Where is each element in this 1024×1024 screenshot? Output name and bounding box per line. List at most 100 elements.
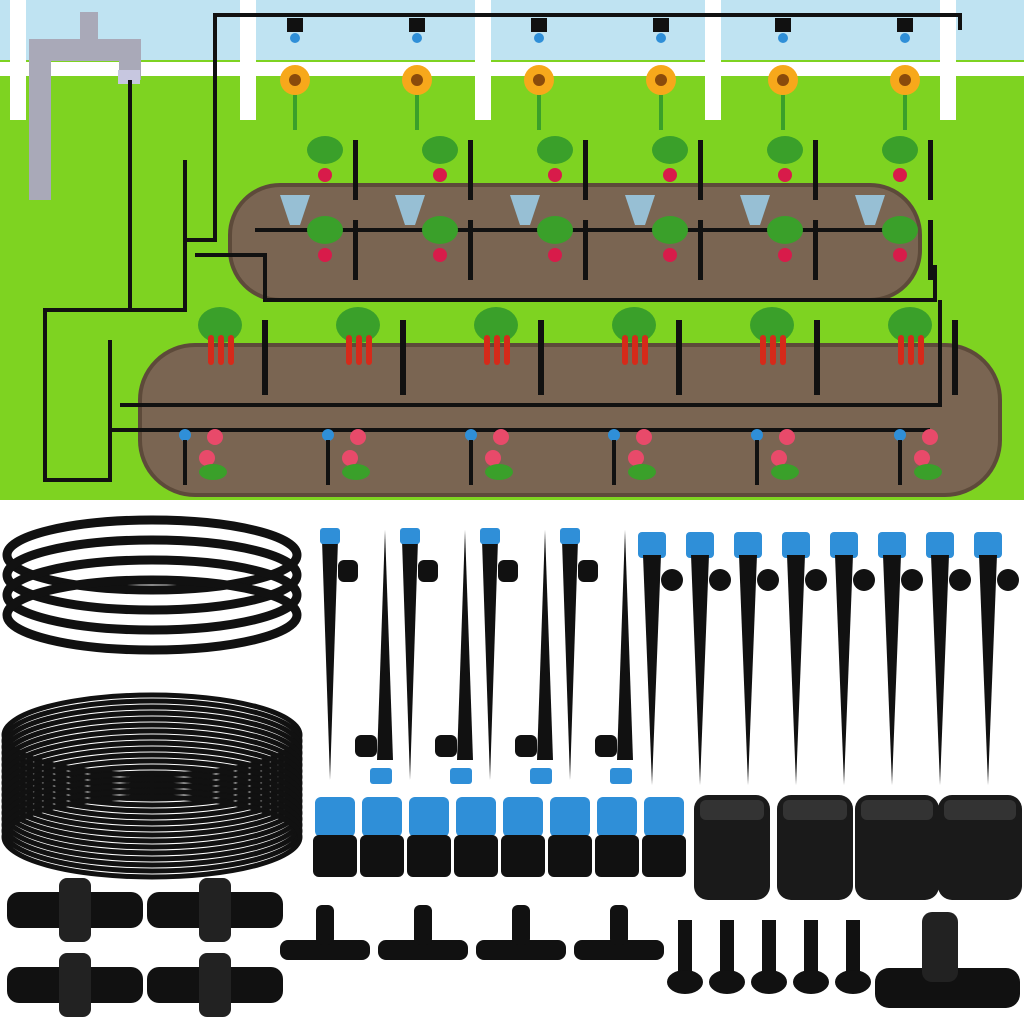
adjustable-stake xyxy=(979,555,997,785)
stake-sprinkler xyxy=(813,140,818,200)
beet xyxy=(663,168,677,182)
beet xyxy=(778,248,792,262)
blue-adjuster xyxy=(782,532,810,558)
plug-body xyxy=(454,835,498,877)
large-connector xyxy=(938,795,1022,900)
barb xyxy=(757,569,779,591)
barb xyxy=(418,560,438,582)
stake-sprinkler xyxy=(400,320,406,395)
blue-adjuster xyxy=(530,768,552,784)
beet xyxy=(433,248,447,262)
connector-hub xyxy=(199,878,231,942)
connector-rim xyxy=(700,800,764,820)
adjustable-stake xyxy=(787,555,805,785)
barb xyxy=(661,569,683,591)
pepper-leaves xyxy=(888,307,932,343)
hole-plug-stem xyxy=(678,920,692,975)
blue-adjuster xyxy=(878,532,906,558)
dripper xyxy=(465,429,477,441)
pepper xyxy=(228,335,234,365)
stem xyxy=(781,95,785,130)
barb xyxy=(355,735,377,757)
adjustable-stake xyxy=(377,530,393,760)
tee-branch xyxy=(610,905,628,945)
sprayer xyxy=(531,18,547,32)
blue-adjuster xyxy=(610,768,632,784)
barb xyxy=(997,569,1019,591)
beet-leaves xyxy=(652,216,688,244)
blue-adjuster xyxy=(734,532,762,558)
beet-leaves xyxy=(882,136,918,164)
rose xyxy=(636,429,652,445)
rose xyxy=(922,429,938,445)
beet-leaves xyxy=(537,136,573,164)
stem xyxy=(659,95,663,130)
barb xyxy=(578,560,598,582)
pepper xyxy=(632,335,638,365)
beet-leaves xyxy=(422,136,458,164)
spray-nozzle xyxy=(656,33,666,43)
fence xyxy=(0,0,1024,120)
stem xyxy=(293,95,297,130)
rose-leaves xyxy=(485,464,513,480)
spray-cone xyxy=(510,195,540,225)
spray-nozzle xyxy=(534,33,544,43)
faucet-tee xyxy=(875,968,1020,1008)
pepper-leaves xyxy=(750,307,794,343)
pepper xyxy=(208,335,214,365)
adjustable-stake xyxy=(739,555,757,785)
plug-body xyxy=(501,835,545,877)
beet xyxy=(548,248,562,262)
beet xyxy=(893,248,907,262)
tee-branch xyxy=(512,905,530,945)
pepper-leaves xyxy=(336,307,380,343)
adjustable-stake xyxy=(835,555,853,785)
connector-hub xyxy=(199,953,231,1017)
pepper-leaves xyxy=(474,307,518,343)
tee-connector xyxy=(574,940,664,960)
blue-adjuster xyxy=(450,768,472,784)
pepper xyxy=(622,335,628,365)
stake-sprinkler xyxy=(583,140,588,200)
stake-sprinkler xyxy=(928,220,933,280)
tee-branch xyxy=(316,905,334,945)
beet-leaves xyxy=(537,216,573,244)
hole-plug-stem xyxy=(720,920,734,975)
tubing-coil-large xyxy=(1,692,303,880)
connector-hub xyxy=(59,878,91,942)
fence-post xyxy=(10,0,26,120)
plug-body xyxy=(548,835,592,877)
adjustable-stake xyxy=(562,540,578,780)
hole-plug-stem xyxy=(762,920,776,975)
tee-branch xyxy=(414,905,432,945)
rose xyxy=(628,450,644,466)
large-connector xyxy=(855,795,939,900)
beet xyxy=(548,168,562,182)
stake-sprinkler xyxy=(538,320,544,395)
dripper xyxy=(751,429,763,441)
rose xyxy=(914,450,930,466)
fence-post xyxy=(475,0,491,120)
barb xyxy=(949,569,971,591)
beet xyxy=(318,248,332,262)
hole-plug-stem xyxy=(804,920,818,975)
blue-end-plug xyxy=(456,797,496,837)
rose xyxy=(493,429,509,445)
sunflower-center xyxy=(777,74,789,86)
stake-sprinkler xyxy=(583,220,588,280)
barb xyxy=(435,735,457,757)
blue-adjuster xyxy=(638,532,666,558)
stake-sprinkler xyxy=(262,320,268,395)
rose-leaves xyxy=(342,464,370,480)
blue-end-plug xyxy=(409,797,449,837)
hole-plug-cap xyxy=(667,970,703,994)
rose xyxy=(207,429,223,445)
beet-leaves xyxy=(767,216,803,244)
plug-body xyxy=(313,835,357,877)
dripper-stake xyxy=(898,440,902,485)
stem xyxy=(903,95,907,130)
blue-end-plug xyxy=(644,797,684,837)
faucet-tee-branch xyxy=(922,912,958,982)
connector-rim xyxy=(944,800,1016,820)
tubing-loop xyxy=(1,794,303,880)
